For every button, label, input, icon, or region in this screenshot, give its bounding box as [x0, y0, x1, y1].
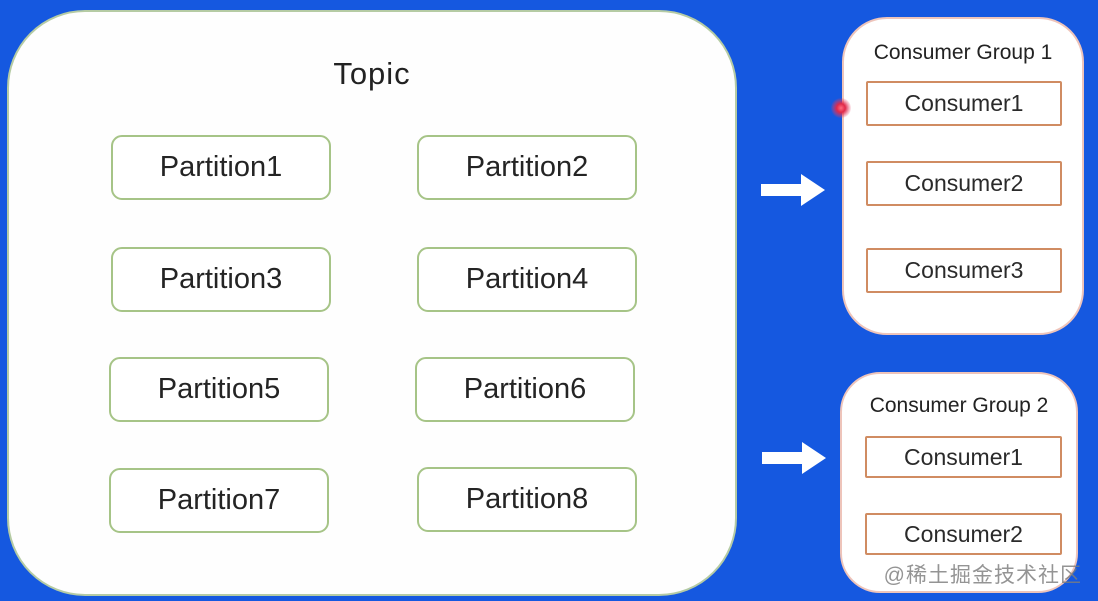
consumer-group-1: Consumer Group 1 Consumer1 Consumer2 Con… — [842, 17, 1084, 335]
consumer-box: Consumer1 — [865, 436, 1062, 478]
consumer-group-2: Consumer Group 2 Consumer1 Consumer2 — [840, 372, 1078, 593]
topic-title: Topic — [333, 56, 411, 91]
arrow-right-icon — [762, 442, 826, 474]
consumer-group-1-title: Consumer Group 1 — [873, 41, 1053, 64]
topic-container: Topic Partition1 Partition2 Partition3 P… — [7, 10, 737, 596]
consumer-box: Consumer1 — [866, 81, 1062, 126]
partition-box-8: Partition8 — [417, 467, 637, 532]
watermark: @稀土掘金技术社区 — [883, 564, 1082, 587]
partition-box-1: Partition1 — [111, 135, 331, 200]
partition-box-4: Partition4 — [417, 247, 637, 312]
partition-box-3: Partition3 — [111, 247, 331, 312]
consumer-group-2-title: Consumer Group 2 — [869, 394, 1049, 417]
arrow-right-icon — [761, 174, 825, 206]
consumer-box: Consumer2 — [865, 513, 1062, 555]
partition-box-7: Partition7 — [109, 468, 329, 533]
partition-box-5: Partition5 — [109, 357, 329, 422]
partition-box-6: Partition6 — [415, 357, 635, 422]
laser-pointer-dot — [831, 98, 851, 118]
consumer-box: Consumer2 — [866, 161, 1062, 206]
partition-box-2: Partition2 — [417, 135, 637, 200]
consumer-box: Consumer3 — [866, 248, 1062, 293]
